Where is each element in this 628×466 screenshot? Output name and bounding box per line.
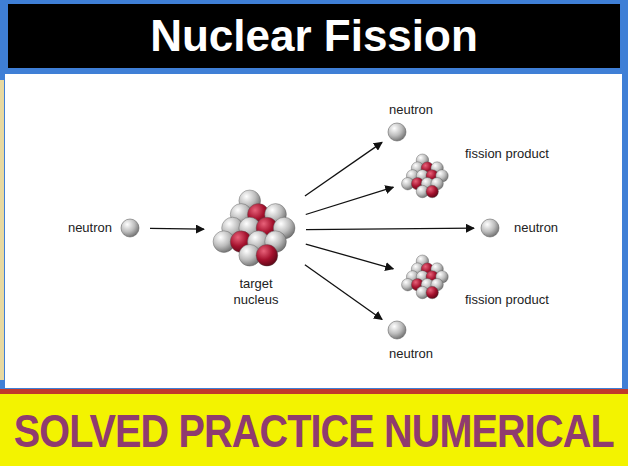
edge-strip: [0, 80, 4, 380]
arrow-connector: [306, 187, 394, 214]
nucleus-node: fission product: [401, 154, 451, 200]
caption-band: [0, 394, 628, 466]
arrow-connector: [306, 228, 474, 229]
neutron-sphere: [481, 219, 499, 237]
neutron-ball: [387, 320, 407, 340]
neutron-node: neutron: [120, 218, 140, 238]
node-label: neutron: [389, 346, 433, 362]
neutron-sphere: [388, 321, 406, 339]
caption: SOLVED PRACTICE NUMERICAL: [14, 404, 614, 458]
arrow-connector: [305, 142, 382, 196]
node-label: neutron: [389, 102, 433, 118]
node-label: target nucleus: [224, 276, 288, 308]
title-box: Nuclear Fission: [8, 4, 620, 68]
nucleus-cluster: [212, 190, 300, 270]
title: Nuclear Fission: [150, 11, 478, 61]
diagram-panel: [5, 74, 622, 388]
node-label: fission product: [465, 146, 549, 162]
arrow-connector: [305, 265, 382, 320]
neutron-node: neutron: [387, 122, 407, 142]
nucleus-node: fission product: [401, 255, 451, 301]
neutron-ball: [120, 218, 140, 238]
title-band: [8, 4, 620, 68]
caption-box: SOLVED PRACTICE NUMERICAL: [0, 396, 628, 466]
neutron-sphere: [388, 123, 406, 141]
node-label: neutron: [514, 220, 558, 236]
node-label: neutron: [68, 220, 112, 236]
neutron-ball: [387, 122, 407, 142]
neutron-node: neutron: [480, 218, 500, 238]
nucleon: [426, 286, 438, 298]
divider-line: [0, 389, 628, 394]
arrow-connector: [306, 244, 394, 269]
nucleus-node: target nucleus: [212, 190, 300, 270]
nucleon: [256, 244, 278, 266]
neutron-ball: [480, 218, 500, 238]
nucleon: [426, 185, 438, 197]
nucleus-cluster: [401, 255, 451, 301]
neutron-sphere: [121, 219, 139, 237]
neutron-node: neutron: [387, 320, 407, 340]
nucleus-cluster: [401, 154, 451, 200]
node-label: fission product: [465, 292, 549, 308]
arrow-connector: [150, 228, 204, 230]
